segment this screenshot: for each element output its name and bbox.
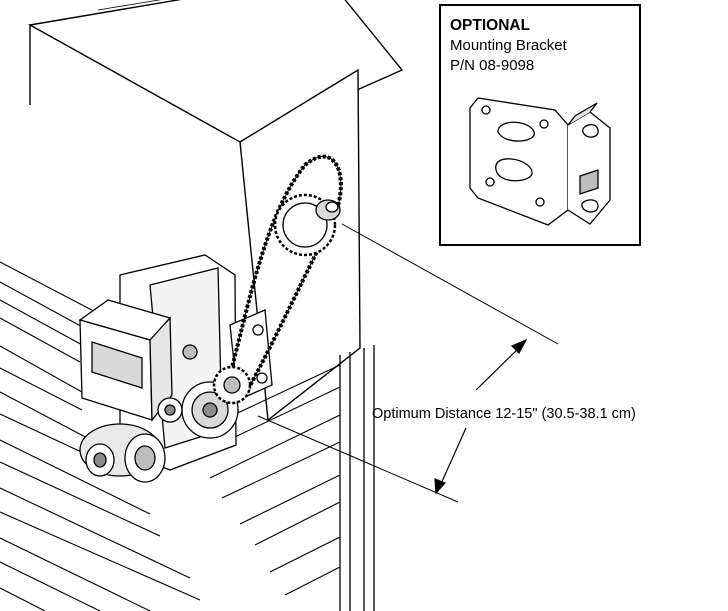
dimension-label: Optimum Distance 12-15" (30.5-38.1 cm) [372, 406, 636, 422]
inset-line-2: P/N 08-9098 [450, 57, 534, 74]
drum-sprocket [273, 193, 341, 257]
door-guide-rails [339, 345, 375, 611]
inset-heading: OPTIONAL [450, 17, 530, 34]
inset-line-1: Mounting Bracket [450, 37, 568, 54]
optional-bracket-inset: OPTIONAL Mounting Bracket P/N 08-9098 [439, 4, 641, 246]
drive-chain [223, 154, 343, 396]
dimension-arrow-icon [434, 338, 528, 495]
dimension-extension-lines [257, 223, 559, 503]
motor-sprocket [212, 365, 252, 405]
operator-motor-assembly [78, 254, 273, 483]
door-slats [0, 261, 341, 611]
mounting-bracket-icon [469, 97, 611, 226]
